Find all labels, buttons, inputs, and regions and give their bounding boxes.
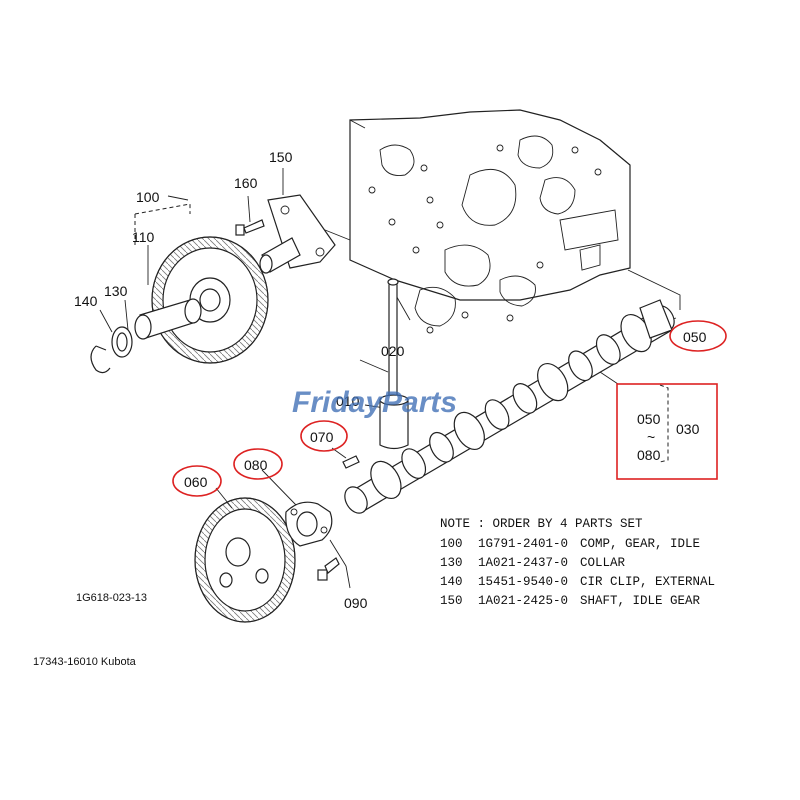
note-row-no: 130 [440, 556, 463, 570]
highlight-070 [300, 420, 348, 452]
note-row-no: 150 [440, 594, 463, 608]
camshaft-lobe [484, 399, 510, 430]
caption: 17343-16010 Kubota [33, 656, 137, 668]
highlight-030-box [616, 383, 718, 480]
callout-060: 060 [184, 474, 208, 490]
figure-code: 1G618-023-13 [76, 592, 147, 604]
note-block: NOTE : ORDER BY 4 PARTS SET 100 1G791-24… [440, 517, 715, 608]
note-header: NOTE : ORDER BY 4 PARTS SET [440, 517, 643, 531]
camshaft [344, 299, 675, 514]
callout-010: 010 [336, 393, 360, 409]
idle-gear-shaft [259, 194, 336, 274]
key-070 [342, 455, 360, 469]
callout-090: 090 [344, 595, 368, 611]
idle-gear-collar [134, 298, 202, 340]
callout-110: 110 [132, 229, 155, 245]
idle-gear [151, 236, 269, 364]
circlip-and-washer [90, 326, 133, 374]
callout-020: 020 [381, 343, 405, 359]
camshaft-lobe [512, 383, 538, 414]
note-row-desc: COMP, GEAR, IDLE [580, 537, 700, 551]
camshaft-journal [370, 460, 402, 499]
note-row-part: 15451-9540-0 [478, 575, 568, 589]
range-sep: ~ [647, 429, 655, 445]
callout-100: 100 [136, 189, 160, 205]
bolt-160 [235, 219, 265, 236]
highlight-060 [172, 465, 222, 497]
highlight-050 [669, 320, 727, 352]
note-row-no: 100 [440, 537, 463, 551]
callout-050: 050 [683, 329, 707, 345]
note-row-no: 140 [440, 575, 463, 589]
callout-030: 030 [676, 421, 700, 437]
cam-gear [194, 497, 296, 623]
camshaft-lobe [595, 334, 621, 365]
callout-130: 130 [104, 283, 128, 299]
range-bottom: 080 [637, 447, 661, 463]
camshaft-lobe [568, 350, 593, 382]
tappet [379, 394, 409, 450]
note-row-part: 1G791-2401-0 [478, 537, 568, 551]
camshaft-journal [453, 411, 485, 450]
range-top: 050 [637, 411, 661, 427]
highlight-080 [233, 448, 283, 480]
callout-080: 080 [244, 457, 268, 473]
bolt-090 [317, 557, 340, 581]
camshaft-journal [537, 363, 569, 402]
camshaft-lobe [401, 448, 427, 479]
engine-block [349, 109, 631, 334]
note-row-part: 1A021-2437-0 [478, 556, 568, 570]
push-rod [387, 278, 399, 401]
callout-140: 140 [74, 293, 98, 309]
note-row-desc: CIR CLIP, EXTERNAL [580, 575, 715, 589]
highlight-marks [172, 320, 727, 497]
note-row-desc: COLLAR [580, 556, 626, 570]
callout-150: 150 [269, 149, 293, 165]
thrust-plate [285, 501, 333, 547]
note-row-desc: SHAFT, IDLE GEAR [580, 594, 701, 608]
watermark: FridayParts [292, 386, 457, 419]
callout-070: 070 [310, 429, 334, 445]
callout-160: 160 [234, 175, 258, 191]
camshaft-lobe [429, 431, 454, 463]
note-row-part: 1A021-2425-0 [478, 594, 568, 608]
